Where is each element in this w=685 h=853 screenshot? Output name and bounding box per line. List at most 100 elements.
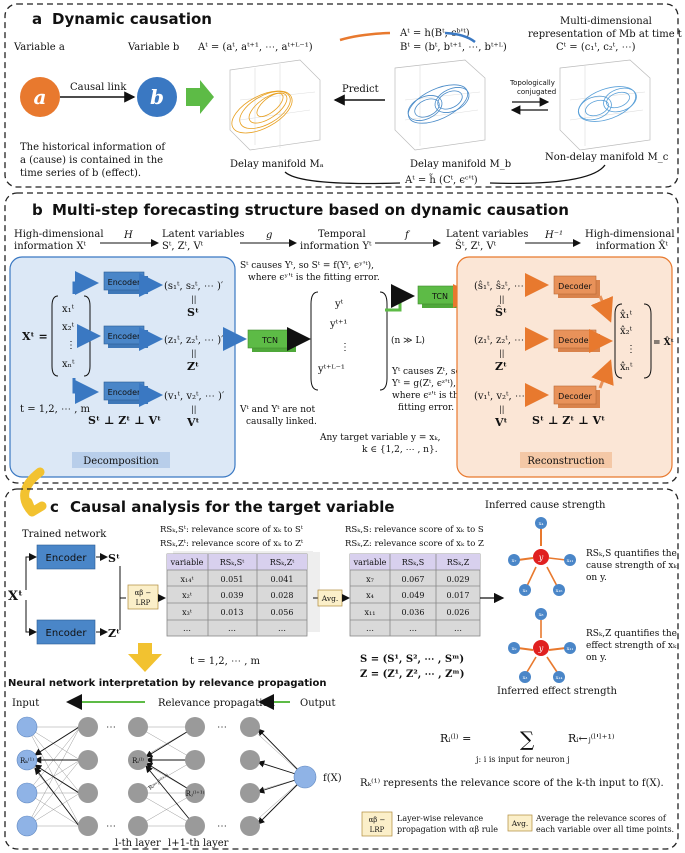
inferred-cause: Inferred cause strength (485, 500, 606, 511)
x2: x₂ᵗ (62, 322, 75, 333)
eq-h-arrow-left (339, 31, 391, 42)
effect-desc-3: on y. (586, 653, 607, 663)
t1-r3c2: … (278, 624, 286, 633)
arrow-y-to-tcn-2 (385, 284, 415, 312)
c-encoder-z (36, 619, 96, 645)
encoder-3-label: Encoder (108, 388, 141, 397)
c-t-range: t = 1,2, ⋯ , m (190, 656, 261, 667)
n-gg-L: (n ≫ L) (391, 335, 425, 346)
nn-dots-4: ⋯ (217, 821, 227, 832)
topo-label-1: Topologically (509, 79, 555, 87)
table-2: variable RSₖ,S RSₖ,Z x₇ 0.067 0.029 x₄ 0… (349, 553, 481, 637)
panel-c-title: Causal analysis for the target variable (70, 498, 395, 516)
S-def: S = (S¹, S², ⋯ , Sᵐ) (360, 654, 464, 665)
flow-2a: Latent variables (162, 229, 244, 240)
trained-network: Trained network (22, 529, 107, 540)
xt-paren-left (51, 295, 59, 377)
decomposition-label: Decomposition (83, 456, 159, 467)
history-text-1: The historical information of (20, 142, 166, 153)
z-vec: (z₁ᵗ, z₂ᵗ, ⋯ )′ (164, 335, 224, 346)
rs-ks: RSₖ,S: relevance score of xₖ to S (345, 525, 484, 535)
flow-4b: Ŝᵗ, Zᵗ, Vᵗ (455, 240, 497, 252)
eq-Ct: Cᵗ = (c₁ᵗ, c₂ᵗ, ⋯) (556, 42, 636, 53)
history-text-3: time series of b (effect). (20, 168, 141, 179)
legend-avg-1: Average the relevance scores of (535, 814, 667, 823)
flow-5b: information X̂ᵗ (596, 240, 669, 252)
shat-eq-sign: || (499, 295, 504, 304)
panel-a-letter: a (32, 10, 42, 28)
variable-b-label: Variable b (127, 42, 179, 53)
t2-h2: RSₖ,Z (447, 558, 470, 567)
effect-node-2: x₁₁ (567, 646, 574, 652)
c-encoder-s-label: Encoder (46, 553, 88, 564)
s-vec: (s₁ᵗ, s₂ᵗ, ⋯ )′ (164, 281, 224, 292)
nn-dots-1: ⋯ (106, 722, 116, 733)
legend-lrp-box (361, 811, 393, 837)
xn: xₙᵗ (62, 359, 75, 370)
layer-l-label: l-th layer (115, 838, 161, 849)
v-note-1: Vᵗ and Yᵗ are not (239, 405, 315, 415)
manifold-b-plot (394, 59, 486, 151)
flow-3b: information Yᵗ (300, 241, 372, 252)
t1-h2: RSₖ,Zᵗ (270, 558, 295, 567)
t1-r2c0: x₃ᵗ (182, 608, 192, 617)
Z-label: Zᵗ (187, 360, 199, 373)
z-eq-sign: || (191, 349, 196, 358)
target-2: k ∈ {1,2, ⋯ , n}. (362, 445, 438, 455)
V-label: Vᵗ (186, 416, 200, 429)
c-encoder-s (36, 544, 96, 570)
S-hat-label: Ŝᵗ (495, 305, 507, 319)
legend-avg-box-label: Avg. (511, 819, 529, 828)
t-range-b: t = 1,2, ⋯ , m (20, 404, 91, 415)
legend-avg-box (507, 814, 533, 832)
panel-b-frame (4, 192, 679, 484)
lrp-box-1: αβ − (135, 589, 152, 597)
nn-arrows (34, 726, 306, 827)
encoder-2: Encoder (103, 325, 148, 348)
yL: yᵗ⁺ᴸ⁻¹ (317, 364, 345, 375)
cause-desc-3: on y. (586, 573, 607, 583)
node-a (20, 77, 60, 117)
nn-rp-label: Relevance propagation (158, 698, 275, 709)
t1-h0: variable (170, 558, 204, 567)
decomposition-box (9, 256, 236, 478)
layer-l1-label: l+1-th layer (168, 838, 229, 849)
t1-r0c0: x₁₄ᵗ (181, 575, 194, 584)
legend-lrp-box-2: LRP (370, 826, 385, 834)
htilde-arc-right (489, 164, 606, 184)
legend-lrp-1: Layer-wise relevance (397, 814, 483, 823)
s-cause-1: Sᵗ causes Yᵗ, so Sᵗ = f(Yᵗ, ϵʸ'ᵗ), (240, 260, 374, 271)
cause-desc-2: cause strength of xₖ (586, 561, 677, 571)
t2-r1c0: x₄ (366, 591, 374, 600)
cause-node-1: x₇ (512, 558, 517, 564)
t2-r2c1: 0.036 (402, 608, 425, 617)
t1-h1: RSₖ,Sᵗ (220, 558, 244, 567)
arrow-to-encoder-3 (72, 378, 99, 404)
s-eq-sign: || (191, 295, 196, 304)
eq-h-arrow-right (444, 31, 476, 44)
predict-label: Predict (342, 84, 379, 95)
panel-a-frame (4, 3, 679, 188)
panel-b-title: Multi-step forecasting structure based o… (52, 201, 569, 219)
eq-h: Aᵗ = h(Bᵗ, ϵᵇ'ᵗ) (399, 28, 470, 39)
green-block-arrow (186, 80, 214, 114)
encoder-1: Encoder (103, 271, 148, 294)
t2-r3c1: … (409, 624, 417, 633)
t1-r0c2: 0.041 (271, 575, 294, 584)
avg-box-label: Avg. (321, 594, 339, 603)
rs-ks-t: RSₖ,Sᵗ: relevance score of xₖ to Sᵗ (160, 525, 304, 535)
yellow-down-arrow (128, 643, 162, 672)
xhat-paren-right (643, 303, 652, 379)
legend-lrp-box-1: αβ − (369, 816, 386, 824)
manifold-a-plot (229, 59, 321, 151)
nn-rjl1: Rⱼ⁽ˡ⁺¹⁾ (186, 789, 205, 798)
Z-recon-label: Zᵗ (495, 360, 507, 373)
yellow-curved-arrow (20, 467, 47, 517)
arrow-to-encoder-1 (72, 271, 99, 295)
nn-nodes (16, 716, 317, 837)
rs-kz-t: RSₖ,Zᵗ: relevance score of xₖ to Zᵗ (160, 539, 304, 549)
Z-def: Z = (Z¹, Z², ⋯ , Zᵐ) (360, 669, 464, 680)
effect-y-node: y (538, 644, 544, 653)
t2-r1c2: 0.017 (447, 591, 470, 600)
flow-1a: High-dimensional (14, 229, 104, 240)
